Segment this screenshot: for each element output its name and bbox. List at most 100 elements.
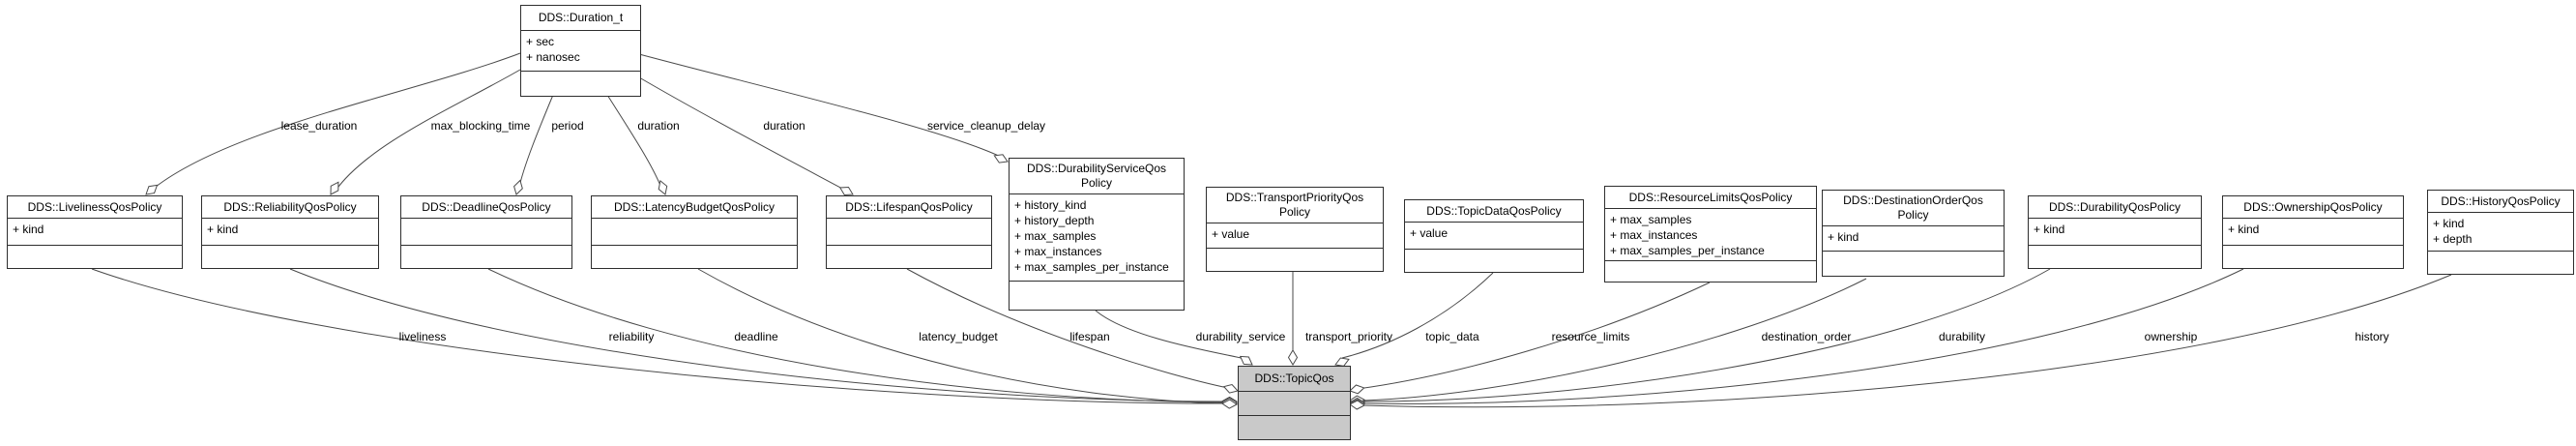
class-title-line: DDS::OwnershipQosPolicy [2243,199,2383,214]
class-title: DDS::Duration_t [521,6,640,30]
edge-label-reliability: reliability [609,330,655,343]
class-operations [1010,281,1184,310]
edge-label-resource_limits: resource_limits [1552,330,1630,343]
aggregation-diamond-icon [993,154,1009,164]
class-node-ownership[interactable]: DDS::OwnershipQosPolicy+ kind [2222,195,2404,269]
class-title: DDS::LatencyBudgetQosPolicy [592,196,797,218]
aggregation-diamond-icon [1349,384,1365,395]
class-operations [1239,415,1350,439]
edge-liveliness-to-topic_qos [91,268,1225,404]
class-operations [1823,251,2004,276]
edge-label-period: period [551,119,583,133]
edge-destination_order-to-topic_qos [1362,278,1867,401]
class-title-line: DDS::ReliabilityQosPolicy [223,199,357,214]
class-title-line: Policy [1897,208,1929,222]
edge-duration_t-to-lifespan [638,76,847,192]
aggregation-diamond-icon [1221,399,1238,409]
class-title: DDS::ReliabilityQosPolicy [202,196,378,218]
class-attribute: + sec [526,35,555,48]
class-operations [8,245,182,268]
class-attributes: + kind [1823,225,2004,251]
class-title-line: DDS::Duration_t [538,11,624,24]
class-title: DDS::TopicDataQosPolicy [1405,200,1583,222]
aggregation-diamond-icon [838,186,854,196]
edge-lifespan-to-topic_qos [906,268,1229,389]
class-node-lifespan[interactable]: DDS::LifespanQosPolicy [826,195,992,269]
class-operations [202,245,378,268]
edge-label-durability_service: durability_service [1196,330,1286,343]
class-attributes [827,218,991,245]
class-title: DDS::LivelinessQosPolicy [8,196,182,218]
class-operations [827,245,991,268]
edge-resource_limits-to-topic_qos [1357,282,1711,390]
class-attribute: + value [1410,226,1449,240]
edge-duration_t-to-latency_budget [606,94,663,192]
edge-label-history: history [2355,330,2388,343]
class-attributes: + kind [2223,218,2403,245]
edge-label-deadline: deadline [734,330,778,343]
aggregation-diamond-icon [145,184,159,195]
aggregation-diamond-icon [658,179,668,195]
class-title: DDS::LifespanQosPolicy [827,196,991,218]
class-attribute: + nanosec [526,50,580,64]
aggregation-diamond-icon [1222,383,1239,394]
class-node-latency_budget[interactable]: DDS::LatencyBudgetQosPolicy [591,195,798,269]
edge-ownership-to-topic_qos [1362,268,2244,404]
class-node-reliability[interactable]: DDS::ReliabilityQosPolicy+ kind [201,195,379,269]
class-title-line: DDS::DurabilityServiceQos [1026,162,1167,175]
edge-label-transport_priority: transport_priority [1305,330,1392,343]
class-attribute: + max_samples_per_instance [1014,260,1169,274]
class-attributes [401,218,571,245]
edge-label-latency_budget: latency_budget [919,330,998,343]
class-attribute: + kind [2433,217,2465,230]
class-title-line: DDS::TopicDataQosPolicy [1426,203,1562,218]
class-attribute: + max_samples [1014,229,1097,243]
class-node-resource_limits[interactable]: DDS::ResourceLimitsQosPolicy+ max_sample… [1604,186,1817,282]
class-attribute: + max_samples [1610,213,1692,226]
class-title-line: DDS::DeadlineQosPolicy [422,199,551,214]
edge-duration_t-to-liveliness [150,52,521,192]
class-attributes: + value [1207,223,1383,248]
class-node-durability[interactable]: DDS::DurabilityQosPolicy+ kind [2028,195,2202,269]
class-title-line: DDS::DurabilityQosPolicy [2048,199,2181,214]
class-operations [521,71,640,96]
class-attributes [592,218,797,245]
class-node-duration_t[interactable]: DDS::Duration_t+ sec+ nanosec [520,5,641,97]
class-operations [592,245,797,268]
class-node-deadline[interactable]: DDS::DeadlineQosPolicy [400,195,572,269]
class-attribute: + value [1212,227,1250,241]
class-title-line: Policy [1080,176,1112,190]
edge-label-destination_order: destination_order [1762,330,1852,343]
edge-label-topic_data: topic_data [1425,330,1479,343]
class-title-line: DDS::ResourceLimitsQosPolicy [1628,190,1793,204]
class-title-line: DDS::LivelinessQosPolicy [27,199,162,214]
edge-topic_data-to-topic_qos [1341,272,1494,359]
aggregation-diamond-icon [1349,400,1365,410]
edge-history-to-topic_qos [1362,274,2452,408]
edge-reliability-to-topic_qos [289,268,1225,402]
class-operations [401,245,571,268]
class-title: DDS::ResourceLimitsQosPolicy [1605,187,1816,208]
class-attribute: + depth [2433,232,2473,246]
class-attributes: + kind [2029,218,2201,245]
class-attributes: + value [1405,222,1583,249]
aggregation-diamond-icon [1287,349,1299,366]
class-node-topic_qos[interactable]: DDS::TopicQos [1238,366,1351,440]
class-node-history[interactable]: DDS::HistoryQosPolicy+ kind+ depth [2427,190,2574,275]
class-attribute: + kind [207,223,239,236]
class-title-line: DDS::DestinationOrderQos [1843,193,1983,207]
class-node-liveliness[interactable]: DDS::LivelinessQosPolicy+ kind [7,195,183,269]
edge-label-liveliness: liveliness [399,330,447,343]
class-title-line: DDS::TransportPriorityQos [1225,191,1364,204]
class-title: DDS::HistoryQosPolicy [2428,191,2573,212]
class-operations [2223,245,2403,268]
aggregation-diamond-icon [513,179,523,195]
class-attributes: + max_samples+ max_instances+ max_sample… [1605,208,1816,260]
class-node-topic_data[interactable]: DDS::TopicDataQosPolicy+ value [1404,199,1584,273]
